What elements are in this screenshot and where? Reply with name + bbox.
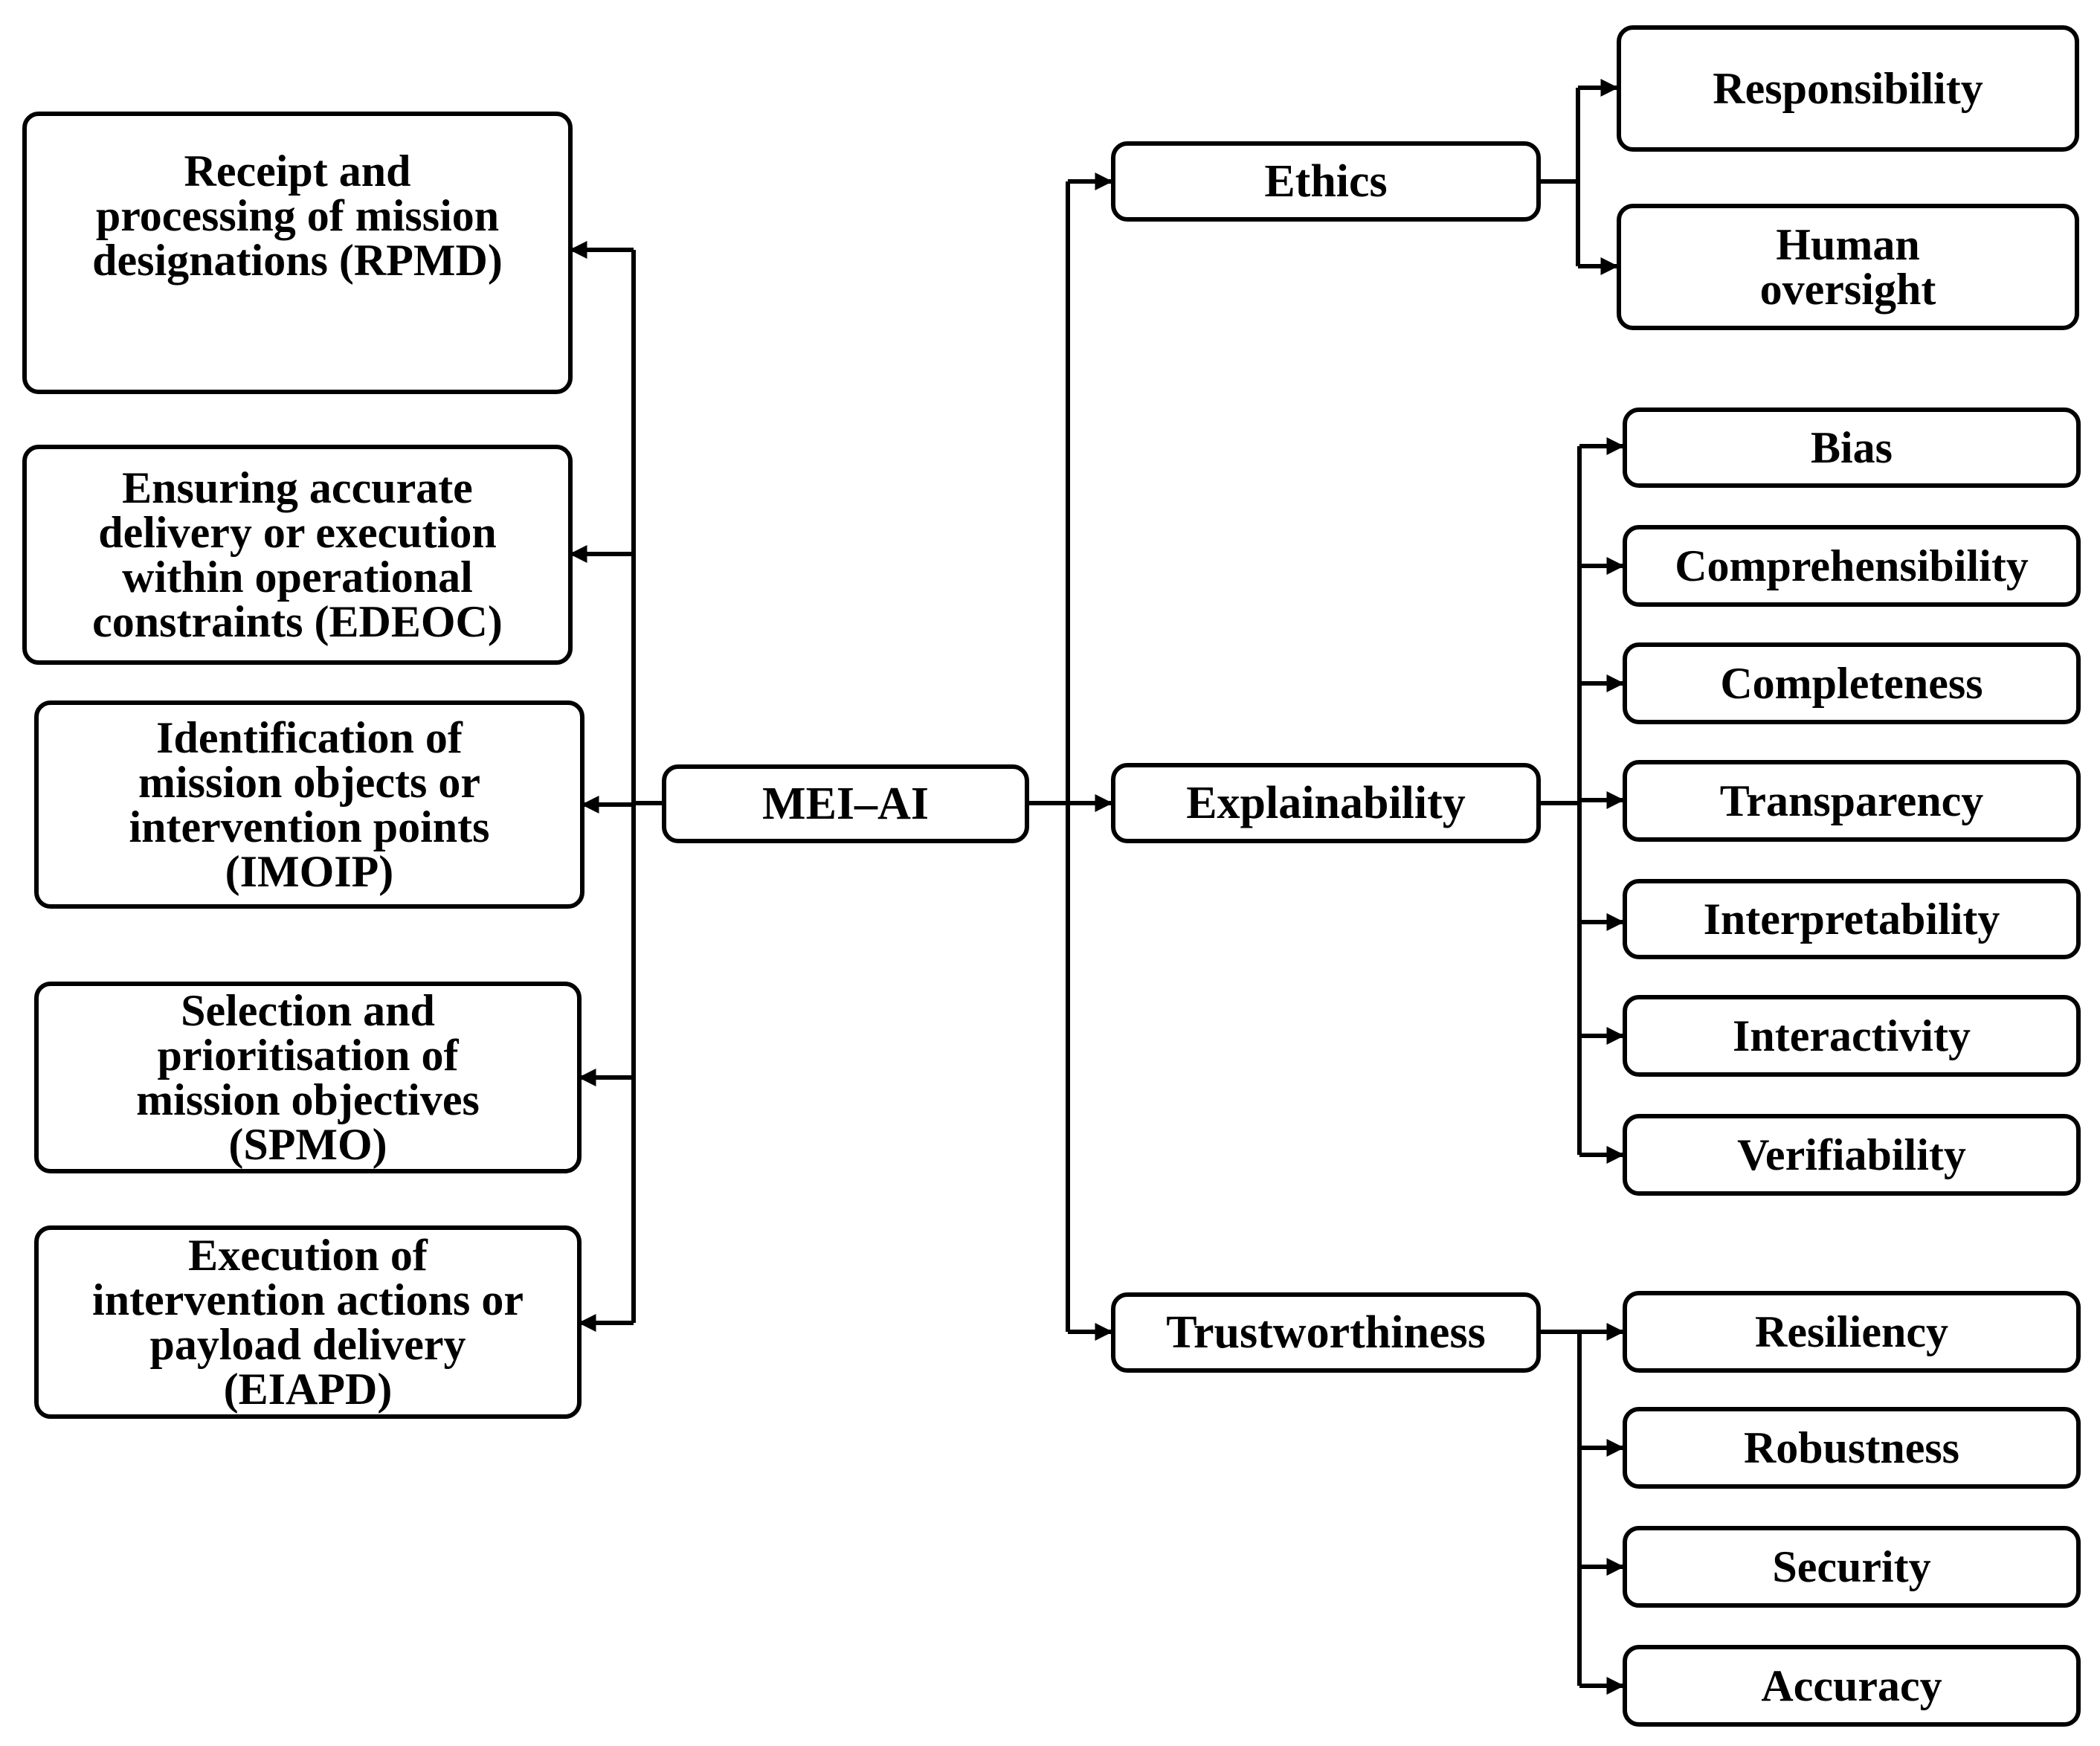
leaf-label: Comprehensibility: [1675, 541, 2029, 590]
leaf-label: Transparency: [1719, 776, 1984, 825]
leaf-label: Completeness: [1720, 659, 1983, 708]
left-node-label: Ensuring accurate delivery or execution …: [92, 463, 503, 646]
category-label: Trustworthiness: [1166, 1307, 1486, 1358]
leaf-robustness: Robustness: [1623, 1407, 2081, 1489]
leaf-interactivity: Interactivity: [1623, 995, 2081, 1077]
leaf-label: Interactivity: [1733, 1011, 1971, 1060]
category-ethics: Ethics: [1111, 141, 1541, 222]
left-node-spmo: Selection and prioritisation of mission …: [34, 982, 582, 1173]
center-node-label: MEI–AI: [762, 779, 929, 829]
leaf-label: Resiliency: [1755, 1307, 1948, 1356]
leaf-interpretability: Interpretability: [1623, 879, 2081, 959]
leaf-label: Bias: [1810, 423, 1893, 472]
leaf-completeness: Completeness: [1623, 642, 2081, 724]
leaf-bias: Bias: [1623, 407, 2081, 488]
category-label: Explainability: [1186, 778, 1466, 828]
category-label: Ethics: [1264, 156, 1388, 207]
left-node-eiapd: Execution of intervention actions or pay…: [34, 1225, 582, 1419]
leaf-human-oversight: Human oversight: [1617, 204, 2079, 330]
left-node-imoip: Identification of mission objects or int…: [34, 700, 584, 909]
left-node-rpmd: Receipt and processing of mission design…: [22, 112, 573, 394]
left-node-label: Receipt and processing of mission design…: [92, 146, 503, 285]
category-trustworthiness: Trustworthiness: [1111, 1292, 1541, 1373]
category-explainability: Explainability: [1111, 763, 1541, 843]
left-node-label: Selection and prioritisation of mission …: [136, 986, 480, 1169]
leaf-label: Verifiability: [1737, 1130, 1966, 1179]
leaf-label: Robustness: [1743, 1423, 1960, 1472]
left-node-label: Execution of intervention actions or pay…: [92, 1231, 524, 1414]
center-node-mei-ai: MEI–AI: [662, 764, 1029, 843]
leaf-label: Interpretability: [1703, 895, 2000, 944]
leaf-comprehensibility: Comprehensibility: [1623, 525, 2081, 607]
leaf-label: Accuracy: [1761, 1661, 1942, 1710]
leaf-label: Human oversight: [1759, 220, 1936, 314]
leaf-verifiability: Verifiability: [1623, 1114, 2081, 1196]
leaf-responsibility: Responsibility: [1617, 25, 2079, 152]
left-node-label: Identification of mission objects or int…: [129, 713, 490, 896]
left-node-edeoc: Ensuring accurate delivery or execution …: [22, 445, 573, 665]
leaf-label: Security: [1772, 1542, 1931, 1591]
leaf-label: Responsibility: [1713, 64, 1983, 113]
leaf-accuracy: Accuracy: [1623, 1645, 2081, 1727]
leaf-transparency: Transparency: [1623, 760, 2081, 842]
leaf-security: Security: [1623, 1526, 2081, 1608]
leaf-resiliency: Resiliency: [1623, 1291, 2081, 1373]
